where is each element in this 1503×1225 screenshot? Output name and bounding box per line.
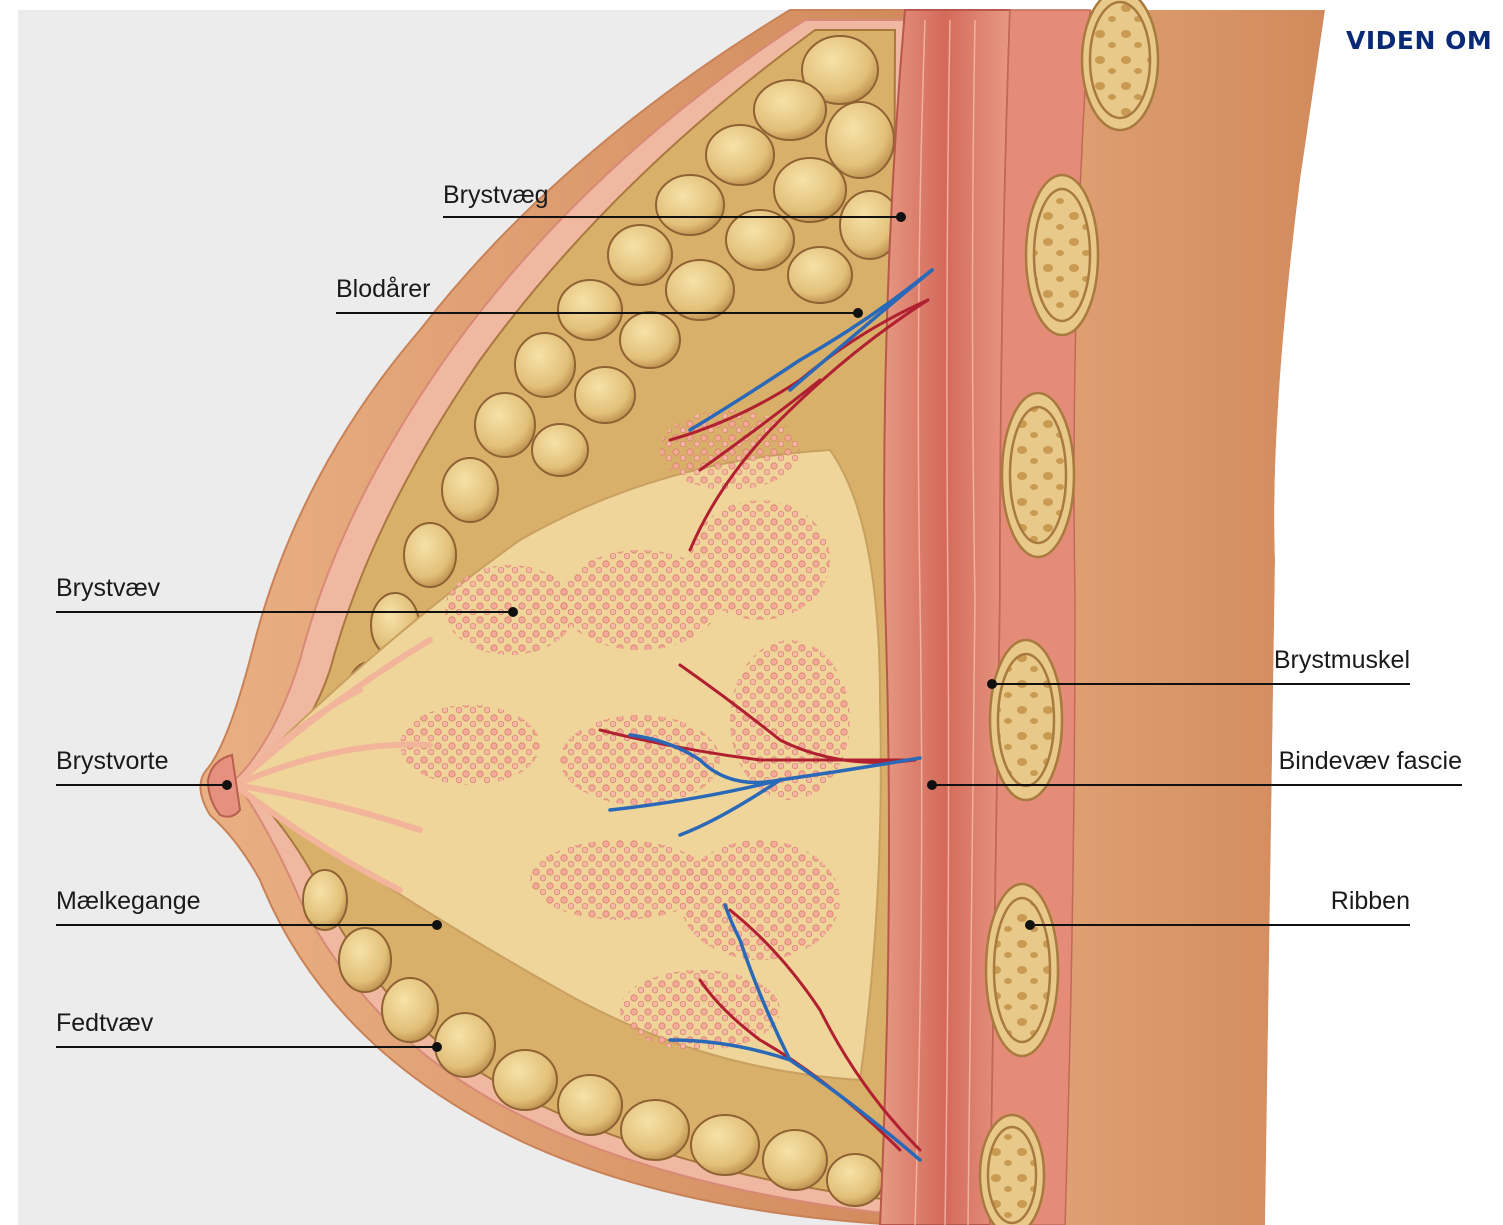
label-brystvaev: Brystvæv (56, 576, 160, 601)
leader-dot-fedtvaev (433, 1043, 441, 1051)
brand-title: VIDEN OM (1346, 26, 1492, 55)
leader-dot-brystvaeg (897, 213, 905, 221)
label-brystvaeg: Brystvæg (443, 183, 549, 208)
leader-dot-brystvaev (509, 608, 517, 616)
label-ribben: Ribben (1331, 889, 1410, 914)
label-brystmuskel: Brystmuskel (1274, 648, 1410, 673)
label-brystvorte: Brystvorte (56, 749, 169, 774)
leader-dot-maelkegange (433, 921, 441, 929)
label-fedtvaev: Fedtvæv (56, 1011, 153, 1036)
label-maelkegange: Mælkegange (56, 889, 201, 914)
leader-dot-brystmuskel (988, 680, 996, 688)
leader-dot-bindevaev-fascie (928, 781, 936, 789)
pectoral-muscle (880, 10, 1010, 1225)
leader-dot-ribben (1026, 921, 1034, 929)
leader-dot-blodaarer (854, 309, 862, 317)
label-bindevaev-fascie: Bindevæv fascie (1279, 749, 1462, 774)
label-blodaarer: Blodårer (336, 277, 431, 302)
leader-dot-brystvorte (223, 781, 231, 789)
